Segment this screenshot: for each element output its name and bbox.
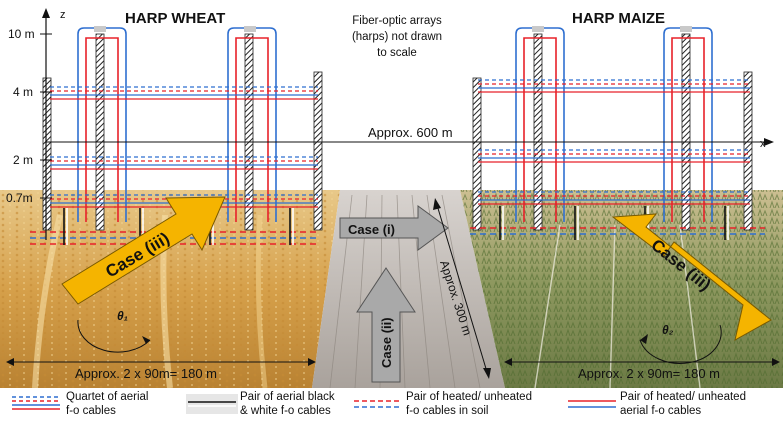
field-schematic: z 10 m 4 m 2 m 0.7m x Approx. 600 m HARP…: [0, 8, 783, 389]
scale-note-line2: (harps) not drawn: [352, 31, 442, 43]
legend: Quartet of aerial f-o cables Pair of aer…: [0, 388, 783, 433]
legend-black-white-line1: Pair of aerial black: [240, 391, 335, 403]
z-axis: [40, 8, 52, 240]
case-ii-arrow: Case (ii): [356, 267, 416, 383]
x-axis: [46, 138, 774, 146]
legend-heated-aerial-label: Pair of heated/ unheated aerial f-o cabl…: [620, 390, 746, 418]
harp-wheat-structure: [42, 26, 323, 231]
legend-black-white-label: Pair of aerial black & white f-o cables: [240, 390, 335, 418]
height-label-2m: 2 m: [13, 153, 33, 167]
svg-text:θ₁: θ₁: [117, 309, 128, 323]
legend-black-white-line2: & white f-o cables: [240, 405, 331, 417]
wheat-width-dimension: Approx. 2 x 90m= 180 m: [6, 358, 316, 381]
title-harp-wheat: HARP WHEAT: [125, 10, 225, 27]
soil-cable-icon: [354, 400, 402, 408]
title-harp-maize: HARP MAIZE: [572, 10, 665, 27]
case-i-arrow: Case (i): [339, 205, 449, 251]
scale-note-line3: to scale: [377, 47, 417, 59]
x-axis-label: x: [760, 138, 766, 150]
height-label-10m: 10 m: [8, 27, 35, 41]
svg-text:θ₂: θ₂: [662, 323, 674, 337]
svg-text:Case (i): Case (i): [348, 222, 395, 237]
heated-aerial-cable-icon: [568, 400, 616, 408]
legend-quartet-line2: f-o cables: [66, 405, 116, 417]
svg-text:Approx. 2 x 90m= 180 m: Approx. 2 x 90m= 180 m: [75, 366, 217, 381]
black-white-cable-icon: [186, 394, 238, 414]
z-axis-label: z: [60, 9, 66, 21]
legend-soil-label: Pair of heated/ unheated f-o cables in s…: [406, 390, 532, 418]
svg-text:Case (ii): Case (ii): [379, 317, 394, 368]
height-label-07m: 0.7m: [6, 191, 33, 205]
maize-field: [460, 190, 783, 389]
scale-note-line1: Fiber-optic arrays: [352, 15, 442, 27]
height-label-4m: 4 m: [13, 85, 33, 99]
aerial-cable-quartets: [50, 79, 750, 208]
legend-soil-line1: Pair of heated/ unheated: [406, 391, 532, 403]
quartet-cable-icon: [12, 396, 60, 410]
harp-maize-structure: [472, 26, 753, 231]
theta1-angle: θ₁: [77, 309, 151, 353]
legend-heated-aerial-line2: aerial f-o cables: [620, 405, 702, 417]
legend-soil-line2: f-o cables in soil: [406, 405, 489, 417]
legend-quartet-line1: Quartet of aerial: [66, 391, 149, 403]
maize-width-dimension: Approx. 2 x 90m= 180 m: [504, 358, 780, 381]
legend-quartet-label: Quartet of aerial f-o cables: [66, 390, 148, 418]
distance-label: Approx. 600 m: [368, 125, 453, 140]
svg-text:Approx. 2 x 90m= 180 m: Approx. 2 x 90m= 180 m: [578, 366, 720, 381]
legend-heated-aerial-line1: Pair of heated/ unheated: [620, 391, 746, 403]
